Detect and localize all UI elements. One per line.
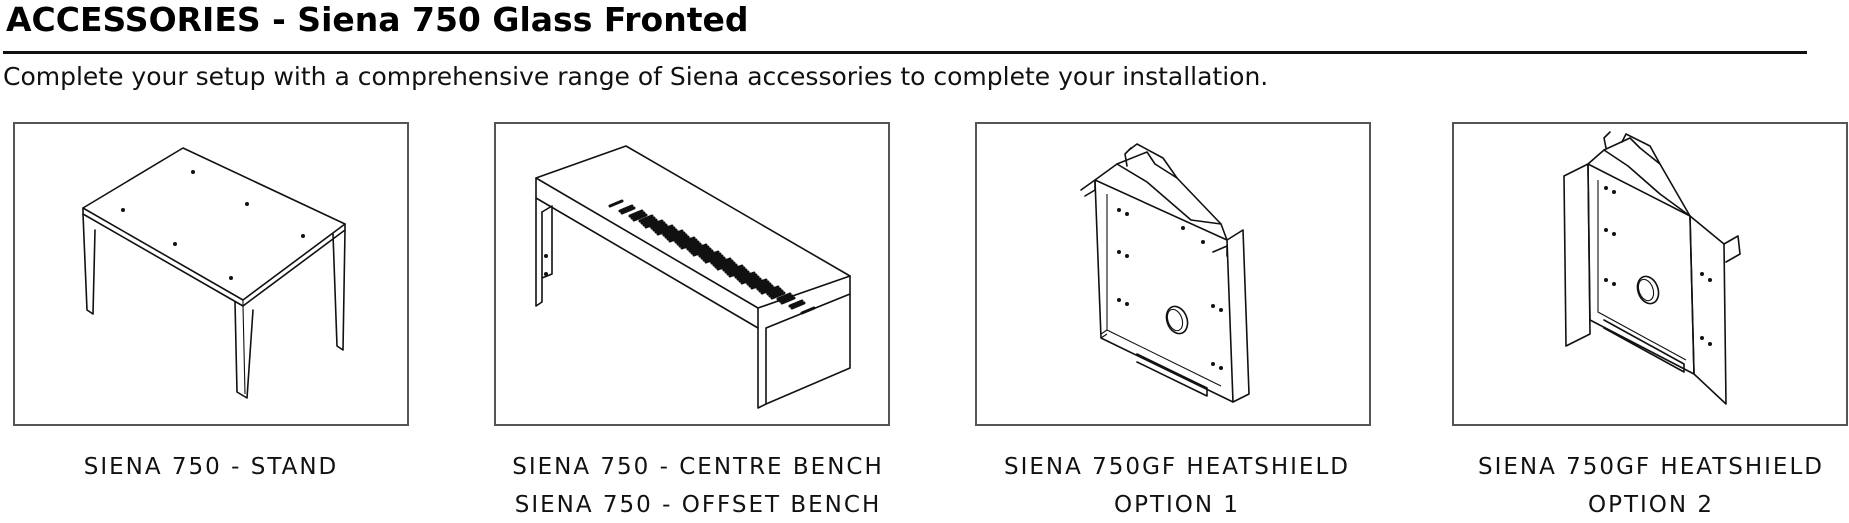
vent-slot bbox=[718, 259, 734, 268]
vent-slot bbox=[728, 264, 744, 273]
vent-slot bbox=[618, 204, 634, 213]
accessory-image-frame[interactable] bbox=[13, 122, 409, 426]
vent-slot bbox=[734, 270, 750, 279]
page-title: ACCESSORIES - Siena 750 Glass Fronted bbox=[6, 0, 749, 39]
accessory-caption-bench: SIENA 750 - CENTRE BENCH SIENA 750 - OFF… bbox=[478, 448, 918, 523]
caption-line: SIENA 750 - OFFSET BENCH bbox=[514, 492, 882, 518]
vent-slot bbox=[662, 228, 678, 237]
accessory-card-heatshield-option-1[interactable] bbox=[975, 122, 1371, 426]
caption-line: SIENA 750 - STAND bbox=[83, 454, 339, 480]
vent-slot bbox=[648, 219, 664, 228]
accessory-card-stand[interactable] bbox=[13, 122, 409, 426]
vent-slot bbox=[768, 289, 784, 298]
vent-slot bbox=[682, 238, 698, 247]
vent-slot bbox=[632, 213, 648, 222]
page-subtitle: Complete your setup with a comprehensive… bbox=[3, 62, 1269, 91]
vent-slot bbox=[764, 285, 780, 294]
vent-slot bbox=[698, 249, 714, 258]
accessory-card-heatshield-option-2[interactable] bbox=[1452, 122, 1848, 426]
vent-slot bbox=[730, 266, 746, 275]
vent-slot bbox=[744, 275, 760, 284]
vent-slot bbox=[790, 301, 806, 310]
vent-slot bbox=[638, 214, 654, 223]
vent-slot bbox=[756, 282, 772, 291]
vent-slot bbox=[608, 199, 624, 208]
vent-slot bbox=[640, 216, 656, 225]
vent-slot bbox=[776, 292, 792, 301]
vent-slot bbox=[722, 263, 738, 272]
vent-slot bbox=[620, 206, 636, 215]
accessory-card-bench[interactable] bbox=[494, 122, 890, 426]
vent-slot bbox=[710, 256, 726, 265]
heatshield-option-2-drawing-icon bbox=[1563, 131, 1741, 405]
vent-slot bbox=[780, 296, 796, 305]
vent-slot bbox=[660, 226, 676, 235]
vent-slot bbox=[716, 257, 732, 266]
vent-slot bbox=[650, 221, 666, 230]
vent-slot bbox=[696, 247, 712, 256]
vent-slot bbox=[742, 273, 758, 282]
vent-slot bbox=[628, 209, 644, 218]
vent-slot bbox=[694, 245, 710, 254]
vent-slot bbox=[754, 280, 770, 289]
vent-slot bbox=[720, 261, 736, 270]
vent-slot bbox=[670, 231, 686, 240]
vent-slot bbox=[668, 229, 684, 238]
vent-slot bbox=[674, 235, 690, 244]
vent-slot bbox=[686, 242, 702, 251]
bench-drawing-icon bbox=[535, 145, 851, 409]
accessory-caption-stand: SIENA 750 - STAND bbox=[0, 448, 431, 486]
vent-slot bbox=[706, 252, 722, 261]
vent-slot bbox=[658, 224, 674, 233]
caption-line: SIENA 750GF HEATSHIELD bbox=[1004, 454, 1350, 480]
vent-slot bbox=[680, 236, 696, 245]
vent-slot bbox=[642, 218, 658, 227]
vent-slot bbox=[704, 250, 720, 259]
vent-slot bbox=[630, 211, 646, 220]
vent-slot bbox=[800, 306, 816, 315]
stand-drawing-icon bbox=[82, 147, 346, 399]
vent-slot bbox=[652, 223, 668, 232]
vent-slot bbox=[766, 287, 782, 296]
vent-slot bbox=[684, 240, 700, 249]
vent-slot bbox=[732, 268, 748, 277]
caption-line: OPTION 2 bbox=[1587, 492, 1715, 518]
caption-line: OPTION 1 bbox=[1113, 492, 1241, 518]
heatshield-option-1-drawing-icon bbox=[1080, 143, 1250, 403]
vent-slot bbox=[746, 277, 762, 286]
vent-slot bbox=[708, 254, 724, 263]
vent-slot bbox=[758, 284, 774, 293]
accessory-caption-heatshield-option-1: SIENA 750GF HEATSHIELD OPTION 1 bbox=[957, 448, 1397, 523]
vent-slot bbox=[672, 233, 688, 242]
accessory-image-frame[interactable] bbox=[975, 122, 1371, 426]
vent-slot bbox=[692, 243, 708, 252]
vent-slot bbox=[770, 291, 786, 300]
accessory-image-frame[interactable] bbox=[494, 122, 890, 426]
accessory-caption-heatshield-option-2: SIENA 750GF HEATSHIELD OPTION 2 bbox=[1431, 448, 1849, 523]
vent-slot bbox=[752, 278, 768, 287]
accessory-image-frame[interactable] bbox=[1452, 122, 1848, 426]
caption-line: SIENA 750 - CENTRE BENCH bbox=[512, 454, 884, 480]
caption-line: SIENA 750GF HEATSHIELD bbox=[1478, 454, 1824, 480]
vent-slot bbox=[740, 271, 756, 280]
vent-slot bbox=[778, 294, 794, 303]
title-divider bbox=[3, 51, 1807, 54]
vent-slot bbox=[788, 299, 804, 308]
